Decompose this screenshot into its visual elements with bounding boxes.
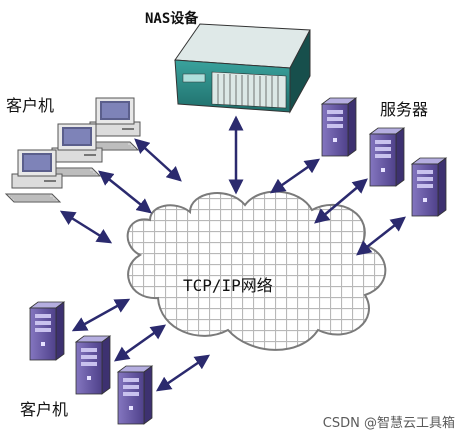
double-arrow-icon bbox=[71, 298, 131, 332]
double-arrow-icon bbox=[134, 138, 182, 182]
double-arrow-icon bbox=[59, 210, 113, 244]
server-group-label: 服务器 bbox=[380, 100, 429, 119]
desktop-computer-icon bbox=[5, 149, 63, 203]
network-label: TCP/IP网络 bbox=[183, 276, 273, 295]
double-arrow-icon bbox=[269, 158, 321, 194]
double-arrow-icon bbox=[113, 324, 167, 362]
tower-server-icon bbox=[75, 335, 111, 395]
nas-device-icon bbox=[174, 23, 311, 114]
client-group-top-label: 客户机 bbox=[6, 96, 55, 115]
connection-arrows bbox=[59, 115, 406, 392]
double-arrow-icon bbox=[356, 216, 406, 256]
double-arrow-icon bbox=[98, 170, 152, 214]
nas-label: NAS设备 bbox=[145, 11, 199, 27]
tower-server-icon bbox=[29, 301, 65, 361]
tower-server-icon bbox=[117, 365, 153, 425]
double-arrow-icon bbox=[155, 354, 211, 392]
tower-server-icon bbox=[321, 97, 357, 157]
tower-server-icon bbox=[411, 157, 447, 217]
watermark: CSDN @智慧云工具箱 bbox=[322, 416, 455, 431]
client-group-bottom-label: 客户机 bbox=[20, 400, 69, 419]
double-arrow-icon bbox=[314, 178, 368, 224]
network-cloud-icon bbox=[126, 190, 387, 351]
tower-server-icon bbox=[369, 127, 405, 187]
